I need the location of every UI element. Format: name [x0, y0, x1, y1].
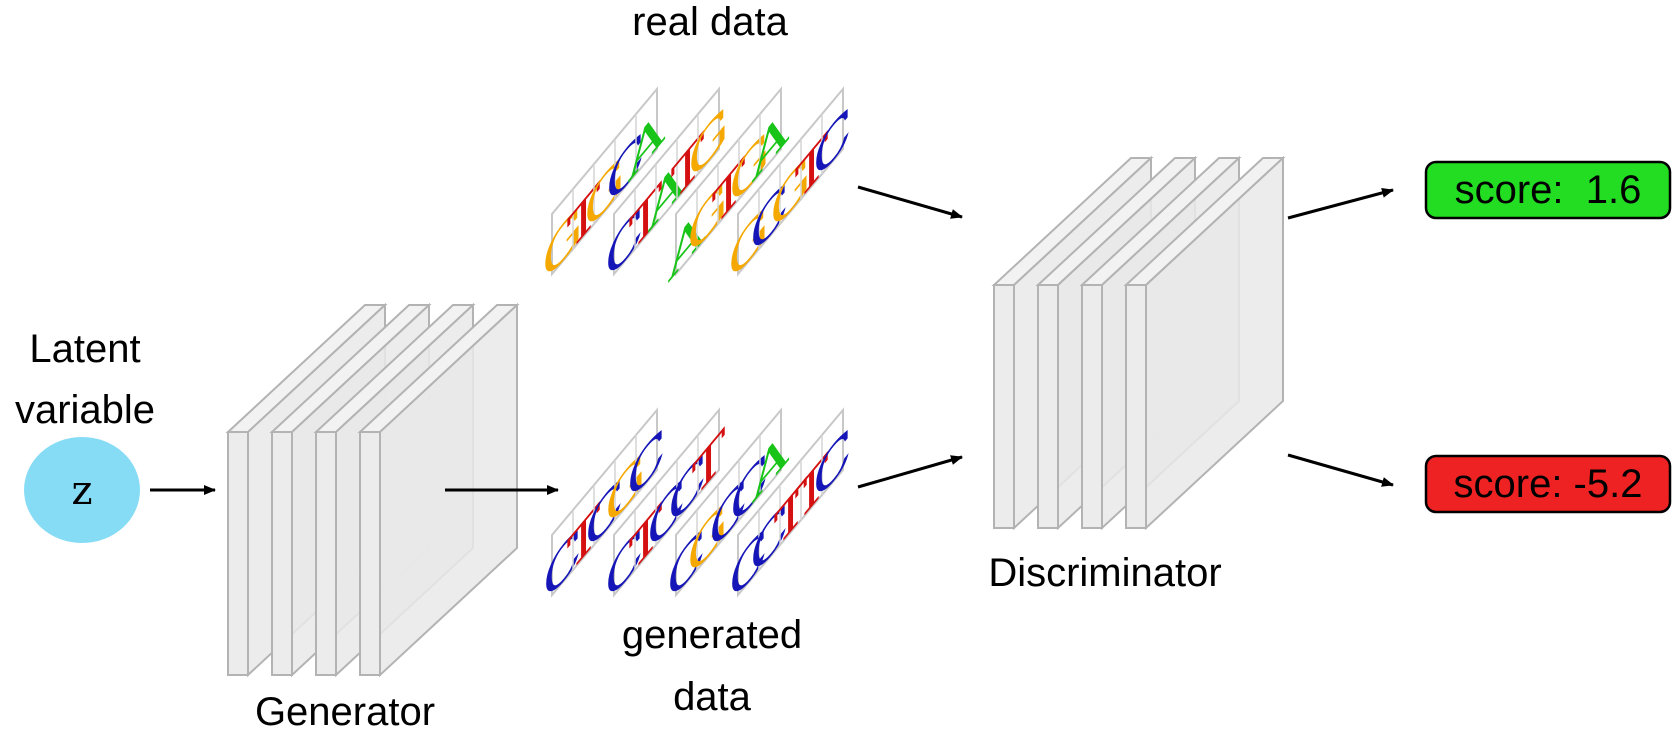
generator-label: Generator [255, 690, 435, 732]
arrow-real-to-discriminator [857, 185, 963, 219]
arrow-to-real-score [1287, 188, 1394, 220]
arrow-to-fake-score [1287, 453, 1394, 487]
latent-node [24, 437, 140, 543]
latent-label-line1: Latent [29, 327, 140, 371]
fake-score-box: score: -5.2 [1424, 454, 1672, 514]
latent-symbol: z [71, 468, 92, 514]
discriminator-label: Discriminator [988, 551, 1221, 595]
discriminator-layer-4 [1123, 155, 1286, 531]
fake-score-text: score: -5.2 [1454, 462, 1643, 506]
real-data-label: real data [632, 0, 788, 44]
real-score-box: score: 1.6 [1424, 160, 1672, 220]
discriminator-network [991, 155, 1286, 531]
latent-label-line2: variable [15, 388, 155, 432]
generated-data-label-line2: data [673, 675, 752, 719]
real-score-text: score: 1.6 [1455, 168, 1642, 212]
arrow-generated-to-discriminator [857, 455, 963, 489]
generated-data-label-line1: generated [622, 613, 802, 657]
